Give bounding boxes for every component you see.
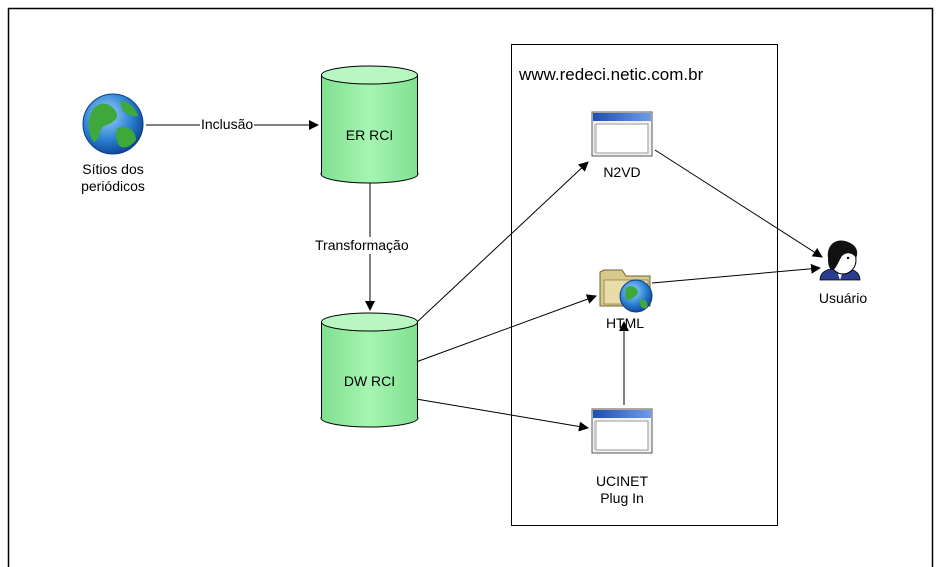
site-box bbox=[511, 44, 778, 526]
globe-icon bbox=[82, 93, 144, 155]
sources-label-line2: periódicos bbox=[81, 178, 145, 194]
edge-n2vd-user bbox=[654, 149, 823, 258]
folder-globe-icon bbox=[599, 269, 653, 313]
site-box-title: www.redeci.netic.com.br bbox=[519, 65, 704, 84]
user-label: Usuário bbox=[818, 290, 868, 306]
dw-rci-label: DW RCI bbox=[343, 373, 396, 389]
cylinder-dw-rci[interactable] bbox=[320, 312, 419, 428]
window-icon bbox=[591, 111, 653, 157]
outer-frame bbox=[7, 7, 934, 567]
edge-label-transformation: Transformação bbox=[314, 237, 410, 254]
n2vd-label: N2VD bbox=[603, 164, 641, 180]
edge-dw-ucinet bbox=[415, 398, 589, 432]
er-rci-label: ER RCI bbox=[345, 127, 394, 143]
edge-html-user bbox=[651, 263, 821, 284]
window-icon bbox=[591, 408, 653, 454]
edge-dw-html bbox=[415, 294, 597, 363]
edge-dw-n2vd bbox=[415, 161, 589, 324]
sources-label-line1: Sítios dos bbox=[82, 161, 144, 177]
edge-label-inclusion: Inclusão bbox=[200, 116, 255, 133]
user-icon bbox=[819, 240, 861, 281]
html-label: HTML bbox=[605, 315, 645, 331]
ucinet-label-line2: Plug In bbox=[600, 490, 644, 506]
ucinet-label-line1: UCINET bbox=[595, 473, 649, 489]
cylinder-er-rci[interactable] bbox=[320, 65, 419, 184]
